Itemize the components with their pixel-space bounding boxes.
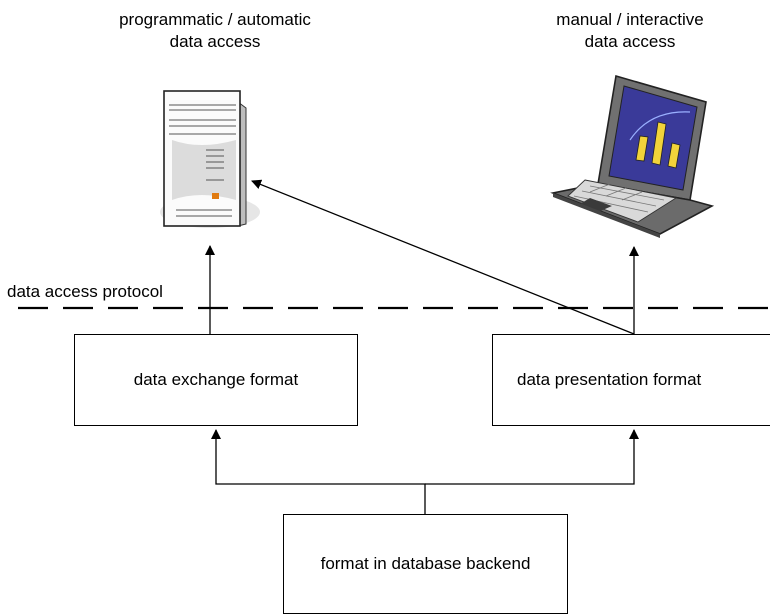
diagram-canvas <box>18 74 770 514</box>
programmatic-label-line2: data access <box>169 32 261 51</box>
programmatic-label-line1: programmatic / automatic <box>119 10 311 29</box>
manual-label-line2: data access <box>584 32 676 51</box>
manual-access-label: manual / interactive data access <box>500 9 760 53</box>
server-icon <box>160 90 260 228</box>
backend-connector-right <box>425 429 639 485</box>
programmatic-access-label: programmatic / automatic data access <box>50 9 380 53</box>
exchange-format-label: data exchange format <box>133 370 299 389</box>
laptop-icon <box>550 74 715 238</box>
backend-format-box: format in database backend <box>283 514 568 614</box>
protocol-label: data access protocol <box>7 282 163 301</box>
backend-format-label: format in database backend <box>320 554 531 573</box>
presentation-format-box: data presentation format <box>492 334 770 426</box>
exchange-format-box: data exchange format <box>74 334 358 426</box>
presentation-to-server-arrow <box>251 179 635 335</box>
manual-label-line1: manual / interactive <box>556 10 704 29</box>
presentation-format-label: data presentation format <box>517 370 702 389</box>
backend-connector <box>211 429 426 514</box>
